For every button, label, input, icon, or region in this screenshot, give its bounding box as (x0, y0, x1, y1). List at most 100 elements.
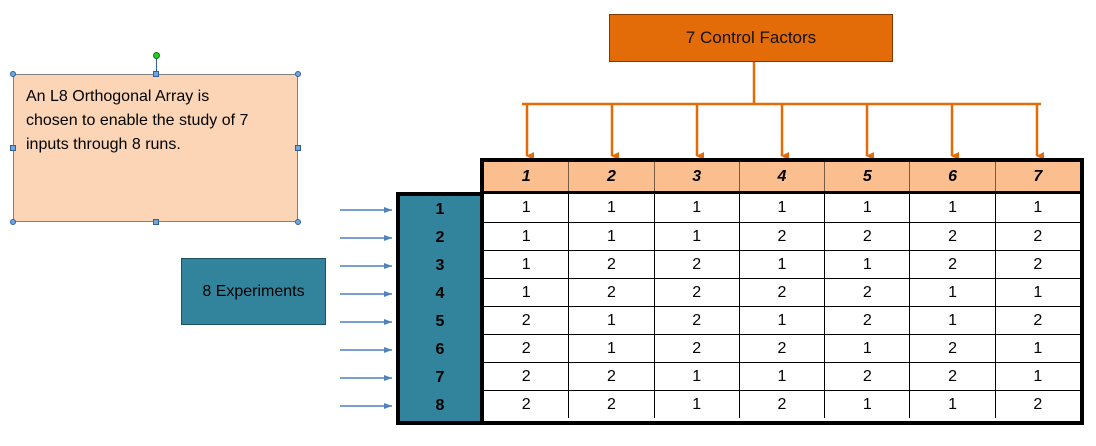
description-line-1: An L8 Orthogonal Array is (26, 88, 210, 105)
table-cell: 1 (994, 363, 1080, 390)
table-cell: 2 (994, 251, 1080, 278)
table-cell: 1 (568, 335, 653, 362)
experiments-label: 8 Experiments (202, 282, 305, 300)
table-cell: 1 (521, 227, 531, 245)
table-cell: 2 (653, 279, 739, 306)
table-cell: 2 (824, 223, 909, 250)
table-cell: 1 (909, 279, 994, 306)
table-cell: 2 (568, 279, 653, 306)
factor-header-6: 6 (909, 162, 994, 191)
table-cell: 2 (824, 363, 909, 390)
table-cell: 1 (824, 391, 909, 418)
table-cell: 1 (568, 307, 653, 334)
table-cell: 2 (568, 363, 653, 390)
factor-header-5: 5 (824, 162, 909, 191)
run-number-7: 7 (435, 369, 445, 386)
run-number-5: 5 (435, 313, 445, 330)
table-cell: 2 (521, 395, 531, 413)
table-cell: 1 (738, 194, 824, 222)
table-cell: 2 (909, 223, 994, 250)
table-cell: 1 (521, 255, 531, 273)
control-factors-box: 7 Control Factors (609, 14, 893, 62)
table-cell: 2 (738, 223, 824, 250)
run-number-6: 6 (435, 341, 445, 358)
table-cell: 1 (568, 223, 653, 250)
table-cell: 1 (653, 363, 739, 390)
table-cell: 2 (521, 339, 531, 357)
resize-handle-right[interactable] (295, 145, 301, 151)
table-cell: 1 (909, 307, 994, 334)
resize-handle-bottom-left[interactable] (10, 219, 16, 225)
description-line-3: inputs through 8 runs. (26, 136, 181, 153)
factor-header-4: 4 (738, 162, 824, 191)
table-cell: 2 (568, 251, 653, 278)
experiments-box: 8 Experiments (181, 258, 326, 325)
table-cell: 2 (738, 391, 824, 418)
table-cell: 2 (909, 335, 994, 362)
resize-handle-bottom[interactable] (153, 219, 159, 225)
factor-header-7: 7 (994, 162, 1080, 191)
table-cell: 2 (568, 391, 653, 418)
run-number-4: 4 (435, 285, 445, 302)
table-cell: 2 (521, 311, 531, 329)
table-cell: 1 (994, 194, 1080, 222)
table-cell: 1 (994, 335, 1080, 362)
table-cell: 1 (994, 279, 1080, 306)
table-cell: 2 (994, 307, 1080, 334)
resize-handle-left[interactable] (10, 145, 16, 151)
table-cell: 1 (824, 251, 909, 278)
table-cell: 1 (568, 194, 653, 222)
table-cell: 2 (824, 279, 909, 306)
table-cell: 2 (909, 251, 994, 278)
factor-header-2: 2 (568, 162, 653, 191)
table-cell: 1 (738, 363, 824, 390)
table-cell: 1 (738, 251, 824, 278)
resize-handle-top[interactable] (153, 71, 159, 77)
table-cell: 1 (521, 283, 531, 301)
table-cell: 2 (653, 307, 739, 334)
table-cell: 1 (909, 391, 994, 418)
table-cell: 2 (653, 251, 739, 278)
run-number-1: 1 (435, 201, 445, 218)
run-number-2: 2 (435, 229, 445, 246)
table-cell: 1 (653, 194, 739, 222)
resize-handle-bottom-right[interactable] (295, 219, 301, 225)
resize-handle-top-left[interactable] (10, 71, 16, 77)
table-cell: 2 (738, 335, 824, 362)
factor-header-3: 3 (653, 162, 739, 191)
table-cell: 2 (653, 335, 739, 362)
table-cell: 2 (738, 279, 824, 306)
description-line-2: chosen to enable the study of 7 (26, 112, 249, 129)
table-cell: 1 (653, 391, 739, 418)
resize-handle-top-right[interactable] (295, 71, 301, 77)
table-cell: 2 (909, 363, 994, 390)
table-cell: 1 (824, 335, 909, 362)
table-cell: 1 (824, 194, 909, 222)
run-number-column: 1 2 3 4 5 6 7 8 (396, 192, 480, 425)
table-cell: 2 (521, 367, 531, 385)
rotation-handle[interactable] (153, 52, 160, 59)
table-cell: 2 (824, 307, 909, 334)
rotation-handle-line (156, 58, 157, 74)
table-cell: 2 (994, 223, 1080, 250)
control-factors-label: 7 Control Factors (685, 28, 817, 47)
table-cell: 1 (909, 194, 994, 222)
table-cell: 2 (994, 391, 1080, 418)
table-cell: 1 (521, 199, 531, 216)
table-cell: 1 (738, 307, 824, 334)
run-number-3: 3 (435, 257, 445, 274)
table-cell: 1 (653, 223, 739, 250)
factor-header-1: 1 (521, 167, 531, 185)
run-number-8: 8 (435, 397, 445, 414)
